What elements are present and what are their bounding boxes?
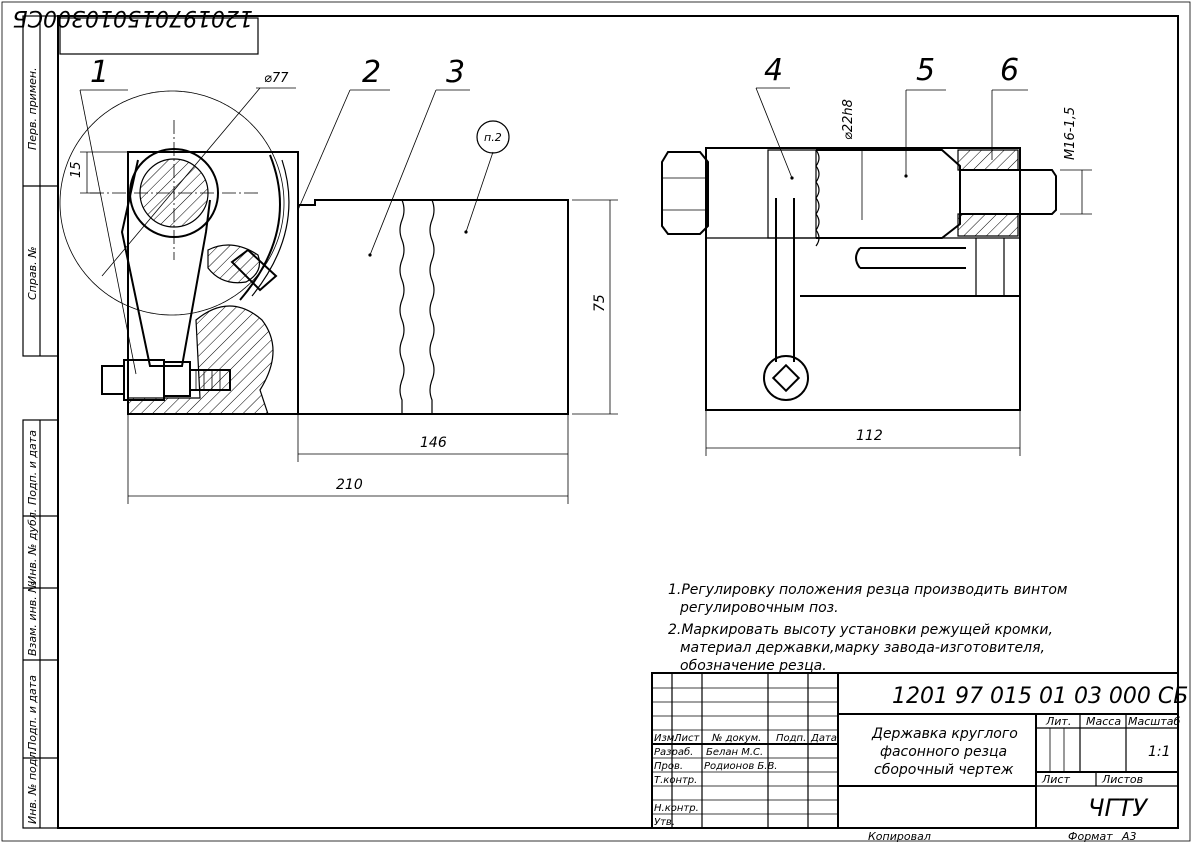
note-line-1: 1.Регулировку положения резца производит… <box>668 582 1068 598</box>
strip-label-repl-inv: Взам. инв. № <box>26 581 39 656</box>
tb-lit-label: Лит. <box>1045 715 1071 728</box>
dim-m16: М16-1,5 <box>1063 107 1078 160</box>
copied-label: Копировал <box>868 830 931 843</box>
tb-header-date: Дата <box>810 733 837 744</box>
tb-sheets-label: Листов <box>1101 773 1143 786</box>
left-strip: Перв. примен. Справ. № Подп. и дата Инв.… <box>22 15 59 829</box>
callout-6: 6 <box>1000 53 1019 88</box>
doc-number-rotated: 120197015010300СБ <box>13 5 253 30</box>
note-bubble-label: п.2 <box>484 131 502 144</box>
note-line-2: регулировочным поз. <box>679 600 839 616</box>
tb-header-sign: Подп. <box>776 733 806 744</box>
tb-role-tcontrol: Т.контр. <box>654 775 697 786</box>
tb-sheet-label: Лист <box>1041 773 1070 786</box>
format-value: А3 <box>1121 830 1137 843</box>
strip-label-orig-inv: Инв. № подл. <box>26 748 39 824</box>
strip-label-ref: Справ. № <box>26 246 39 300</box>
rotated-doc-number: 120197015010300СБ <box>13 5 259 55</box>
technical-notes: 1.Регулировку положения резца производит… <box>668 582 1068 674</box>
strip-label-sign-date-2: Подп. и дата <box>26 675 39 750</box>
front-view: 1 2 3 п.2 ⌀77 15 75 146 210 <box>59 55 618 504</box>
title-block: Изм. Лист № докум. Подп. Дата Разраб. Бе… <box>651 672 1188 829</box>
tb-title-line-3: сборочный чертеж <box>874 762 1014 778</box>
tb-role-checker: Пров. <box>654 761 683 772</box>
side-view: 4 5 6 ⌀22h8 М16-1,5 112 <box>661 53 1092 456</box>
tb-role-developer: Разраб. <box>654 746 693 758</box>
callout-4: 4 <box>764 53 783 88</box>
callout-3: 3 <box>446 55 465 90</box>
tb-header-change: Изм. <box>654 733 678 744</box>
callout-2: 2 <box>362 55 381 90</box>
dim-15: 15 <box>69 161 84 178</box>
dim-112: 112 <box>856 428 883 444</box>
callout-5: 5 <box>916 53 935 88</box>
tb-organization: ЧГТУ <box>1088 794 1148 822</box>
strip-label-sign-date-1: Подп. и дата <box>26 430 39 505</box>
tb-header-doc: № докум. <box>711 733 761 744</box>
strip-label-dup-inv: Инв. № дубл. <box>26 509 39 584</box>
note-line-3: 2.Маркировать высоту установки режущей к… <box>668 622 1053 638</box>
dim-d77: ⌀77 <box>264 71 289 86</box>
tb-scale-value: 1:1 <box>1148 744 1171 760</box>
tb-mass-label: Масса <box>1086 715 1121 728</box>
adjust-screw <box>101 359 231 401</box>
note-line-4: материал державки,марку завода-изготовит… <box>680 640 1045 656</box>
tb-doc-number: 1201 97 015 01 03 000 СБ <box>892 684 1188 709</box>
dim-d22: ⌀22h8 <box>841 99 856 140</box>
tb-title-line-1: Державка круглого <box>871 726 1018 742</box>
format-label: Формат <box>1068 830 1113 843</box>
dim-210: 210 <box>336 477 363 493</box>
tb-header-sheet: Лист <box>673 733 701 744</box>
tb-name-checker: Родионов Б.В. <box>704 761 778 772</box>
tb-role-ncontrol: Н.контр. <box>654 803 699 814</box>
tb-role-approved: Утв. <box>654 817 675 828</box>
tb-title-line-2: фасонного резца <box>880 744 1007 760</box>
strip-label-first-use: Перв. примен. <box>26 67 39 150</box>
callout-1: 1 <box>90 55 109 90</box>
note-bubble <box>476 120 510 154</box>
tb-scale-label: Масштаб <box>1128 715 1180 728</box>
dim-146: 146 <box>420 435 447 451</box>
dim-75: 75 <box>592 294 608 312</box>
tb-name-developer: Белан М.С. <box>706 747 763 758</box>
note-line-5: обозначение резца. <box>680 658 827 674</box>
